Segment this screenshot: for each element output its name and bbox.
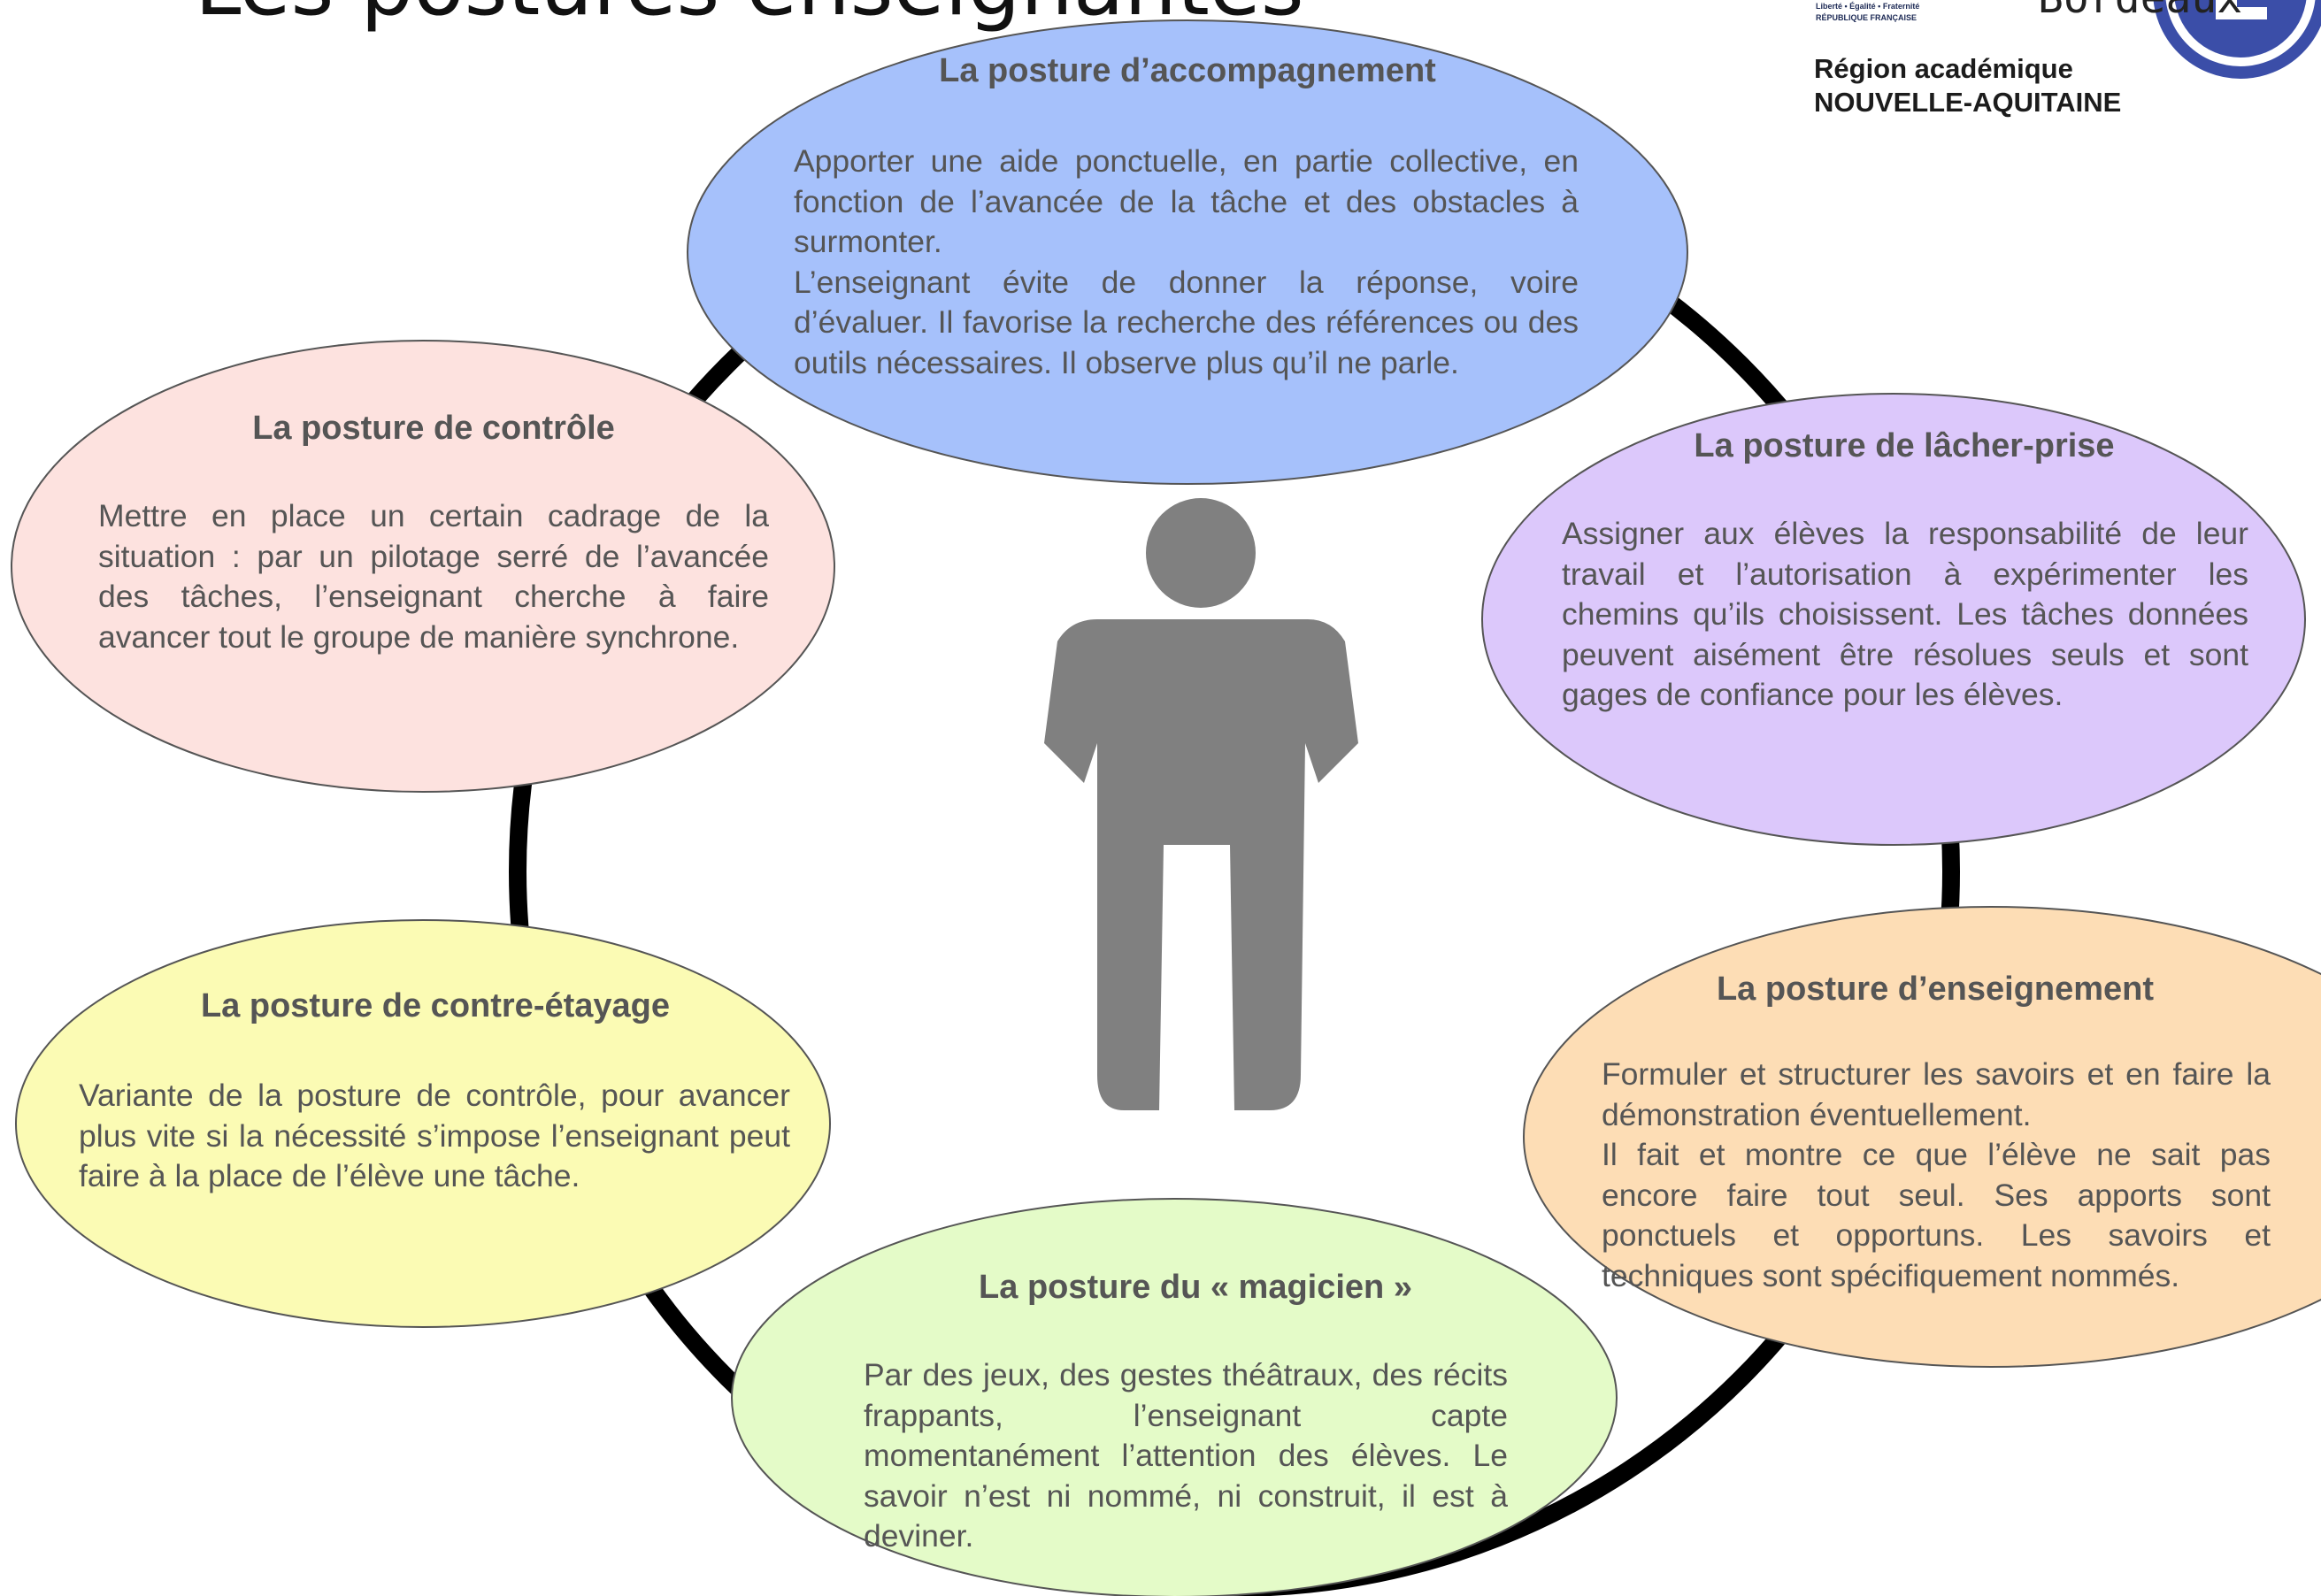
posture-magicien-title: La posture du « magicien » [979, 1269, 1412, 1306]
posture-lacher-prise-text: Assigner aux élèves la responsabilité de… [1562, 516, 2248, 712]
posture-enseignement-title: La posture d’enseignement [1716, 971, 2155, 1008]
logo-rf-name: RÉPUBLIQUE FRANÇAISE [1816, 13, 1918, 22]
page-title: Les postures enseignantes [195, 0, 1304, 35]
ellipse-lacher-prise [1481, 393, 2306, 846]
person-standing-icon [1044, 498, 1358, 1110]
logo-region-line2: NOUVELLE-AQUITAINE [1814, 87, 2122, 118]
ellipse-accompagnement [687, 19, 1688, 485]
ellipse-controle [11, 340, 835, 793]
logo-city-name: Bordeaux [2038, 0, 2242, 23]
ellipse-enseignement [1523, 906, 2321, 1368]
posture-enseignement-text: Formuler et structurer les savoirs et en… [1602, 1056, 2271, 1293]
academy-logo: Liberté • Égalité • Fraternité RÉPUBLIQU… [1805, 0, 2321, 142]
posture-accompagnement-text: Apporter une aide ponctuelle, en partie … [794, 143, 1579, 380]
posture-magicien-text: Par des jeux, des gestes théâtraux, des … [864, 1357, 1508, 1554]
ellipse-contre-etayage [15, 919, 831, 1328]
academie-e-logo-icon [2153, 0, 2321, 79]
posture-controle-text: Mettre en place un certain cadrage de la… [98, 498, 769, 655]
posture-accompagnement-title: La posture d’accompagnement [939, 52, 1436, 89]
posture-contre-etayage-text: Variante de la posture de contrôle, pour… [79, 1078, 790, 1193]
logo-rf-motto: Liberté • Égalité • Fraternité [1816, 2, 1920, 11]
posture-contre-etayage-title: La posture de contre-étayage [200, 987, 671, 1024]
posture-controle-title: La posture de contrôle [252, 410, 615, 447]
ellipse-magicien [731, 1198, 1618, 1596]
posture-lacher-prise-title: La posture de lâcher-prise [1694, 427, 2115, 464]
logo-region-line1: Région académique [1814, 53, 2073, 84]
